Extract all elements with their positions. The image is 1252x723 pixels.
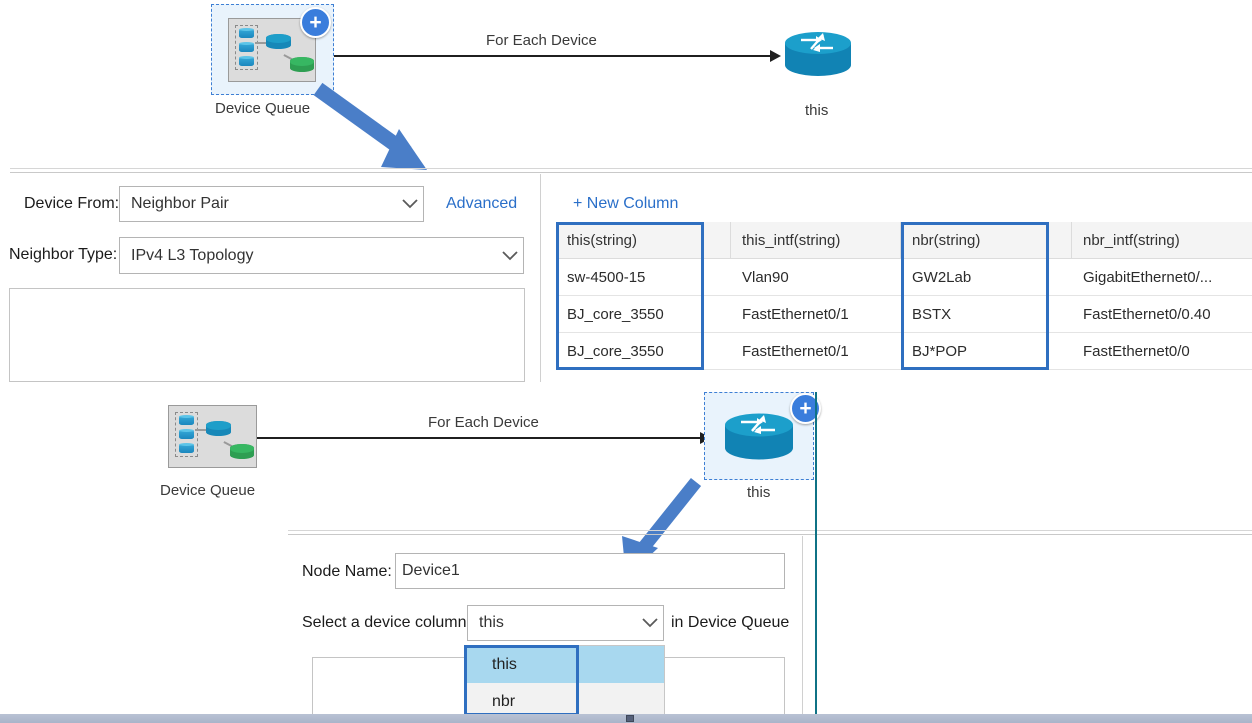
new-column-link[interactable]: + New Column — [573, 195, 679, 212]
table-row[interactable]: BJ_core_3550 FastEthernet0/1 BSTX FastEt… — [556, 296, 1252, 333]
device-from-select[interactable]: Neighbor Pair — [119, 186, 424, 222]
advanced-link[interactable]: Advanced — [446, 195, 518, 212]
table-row[interactable]: BJ_core_3550 FastEthernet0/1 BJ*POP Fast… — [556, 333, 1252, 370]
dropdown-list-highlight-extension — [578, 646, 664, 683]
dropdown-option-nbr[interactable]: nbr — [492, 692, 516, 710]
panel-divider-bottom — [288, 530, 1252, 531]
flow-edge-label-bottom: For Each Device — [428, 414, 539, 431]
table-row[interactable]: sw-4500-15 Vlan90 GW2Lab GigabitEthernet… — [556, 259, 1252, 296]
flow-edge-label-top: For Each Device — [486, 32, 597, 49]
flow-edge-top — [334, 55, 771, 57]
chevron-down-icon — [397, 199, 423, 209]
flow-edge-bottom — [257, 437, 701, 439]
device-column-value: this — [479, 614, 504, 631]
neighbor-grid[interactable]: this(string) this_intf(string) nbr(strin… — [556, 222, 1252, 372]
router-icon-bottom[interactable] — [723, 412, 795, 462]
grid-cell: Vlan90 — [742, 268, 789, 286]
panel-divider-vertical — [540, 174, 541, 382]
add-node-badge-top[interactable]: + — [300, 7, 331, 38]
device-from-value: Neighbor Pair — [131, 195, 229, 212]
neighbor-type-label: Neighbor Type: — [9, 246, 118, 263]
grid-cell: GigabitEthernet0/... — [1083, 268, 1213, 286]
panel-divider-teal — [815, 392, 817, 721]
flow-arrowhead-top — [770, 50, 781, 62]
node-name-input[interactable]: Device1 — [395, 553, 785, 589]
panel-divider-top-2 — [10, 172, 1252, 173]
panel-divider-bottom-2 — [288, 534, 1252, 535]
neighbor-type-select[interactable]: IPv4 L3 Topology — [119, 237, 524, 274]
grid-header-row: this(string) this_intf(string) nbr(strin… — [556, 222, 1252, 259]
device-column-label-before: Select a device column — [302, 614, 467, 631]
device-column-label-after: in Device Queue — [671, 614, 790, 631]
panel-divider-top — [10, 168, 1252, 169]
grid-cell: sw-4500-15 — [567, 268, 646, 286]
grid-col-header[interactable]: nbr(string) — [901, 222, 1072, 258]
grid-cell: BJ*POP — [912, 342, 968, 360]
router-label-top: this — [805, 102, 829, 119]
device-queue-icon-bottom — [168, 405, 257, 468]
chevron-down-icon — [497, 250, 523, 261]
chevron-down-icon — [637, 618, 663, 628]
resize-nub[interactable] — [626, 715, 634, 722]
grid-cell: BJ_core_3550 — [567, 342, 664, 360]
device-queue-label-bottom: Device Queue — [160, 482, 256, 499]
router-label-bottom: this — [747, 484, 771, 501]
top-form-empty-panel — [9, 288, 525, 382]
grid-cell: BSTX — [912, 305, 952, 323]
window-bottom-bar — [0, 714, 1252, 723]
device-queue-icon — [228, 18, 316, 82]
annotation-arrow-top — [313, 82, 427, 170]
node-name-value: Device1 — [402, 562, 460, 579]
grid-cell: FastEthernet0/0 — [1083, 342, 1190, 360]
node-name-label: Node Name: — [302, 563, 392, 580]
grid-cell: GW2Lab — [912, 268, 972, 286]
device-from-label: Device From: — [24, 195, 120, 212]
panel-divider-vertical-bottom — [802, 536, 803, 721]
device-column-select[interactable]: this — [467, 605, 664, 641]
grid-cell: FastEthernet0/1 — [742, 342, 849, 360]
grid-col-header[interactable]: nbr_intf(string) — [1083, 231, 1180, 249]
neighbor-type-value: IPv4 L3 Topology — [131, 246, 254, 264]
device-queue-label-top: Device Queue — [215, 100, 311, 117]
grid-cell: FastEthernet0/1 — [742, 305, 849, 323]
grid-col-header[interactable]: this(string) — [556, 222, 731, 258]
grid-cell: FastEthernet0/0.40 — [1083, 305, 1211, 323]
grid-col-header[interactable]: this_intf(string) — [731, 222, 901, 258]
router-icon-top[interactable] — [783, 30, 853, 78]
grid-cell: BJ_core_3550 — [567, 305, 664, 323]
